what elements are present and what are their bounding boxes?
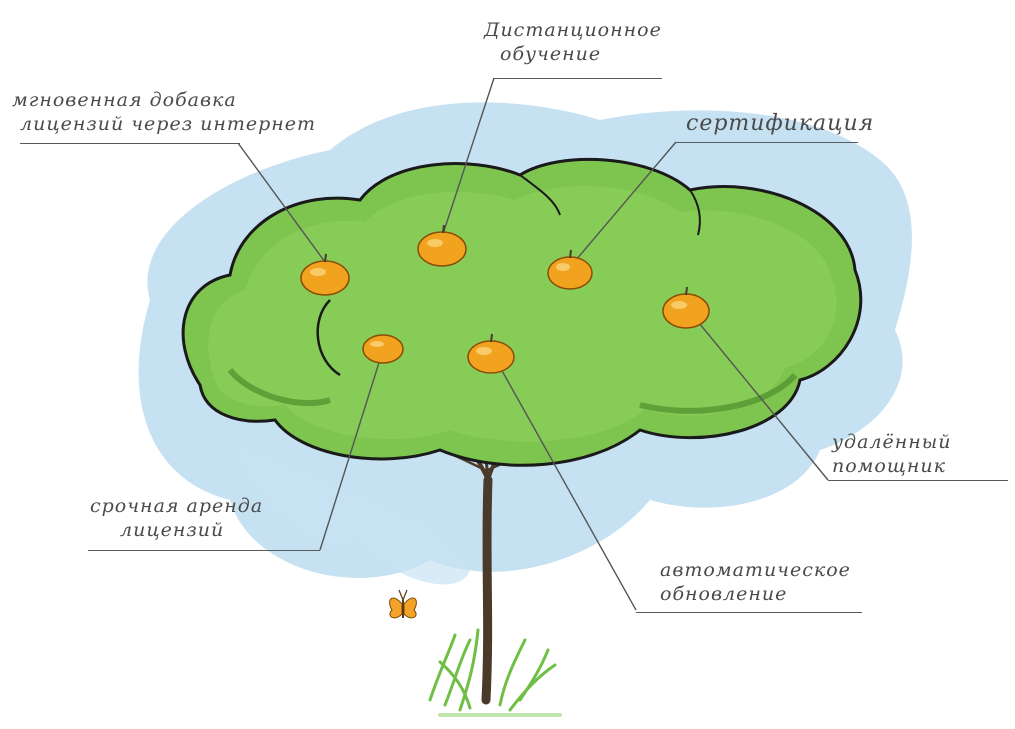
label-auto-update-line2: обновление bbox=[660, 582, 851, 606]
label-instant-license-line2: лицензий через интернет bbox=[12, 112, 316, 136]
label-auto-update: автоматическое обновление bbox=[660, 558, 851, 606]
underline-urgent-rent bbox=[88, 550, 320, 551]
label-remote-assistant-line2: помощник bbox=[832, 454, 951, 478]
label-urgent-rent-line2: лицензий bbox=[90, 518, 263, 542]
underline-certification bbox=[676, 142, 858, 143]
label-distance-learning: Дистанционное обучение bbox=[484, 18, 662, 66]
label-instant-license-line1: мгновенная добавка bbox=[12, 88, 316, 112]
underline-remote-assistant bbox=[828, 480, 1008, 481]
label-urgent-rent: срочная аренда лицензий bbox=[90, 494, 263, 542]
label-urgent-rent-line1: срочная аренда bbox=[90, 494, 263, 518]
label-distance-learning-line1: Дистанционное bbox=[484, 18, 662, 42]
label-certification-line1: сертификация bbox=[686, 112, 874, 136]
underline-auto-update bbox=[636, 612, 862, 613]
butterfly-icon bbox=[390, 590, 417, 618]
apple-icon bbox=[363, 335, 403, 363]
label-certification: сертификация bbox=[686, 112, 874, 136]
underline-instant-license bbox=[20, 143, 240, 144]
underline-distance-learning bbox=[494, 78, 662, 79]
label-distance-learning-line2: обучение bbox=[484, 42, 662, 66]
label-instant-license: мгновенная добавка лицензий через интерн… bbox=[12, 88, 316, 136]
grass bbox=[430, 630, 560, 715]
label-auto-update-line1: автоматическое bbox=[660, 558, 851, 582]
label-remote-assistant: удалённый помощник bbox=[832, 430, 951, 478]
label-remote-assistant-line1: удалённый bbox=[832, 430, 951, 454]
